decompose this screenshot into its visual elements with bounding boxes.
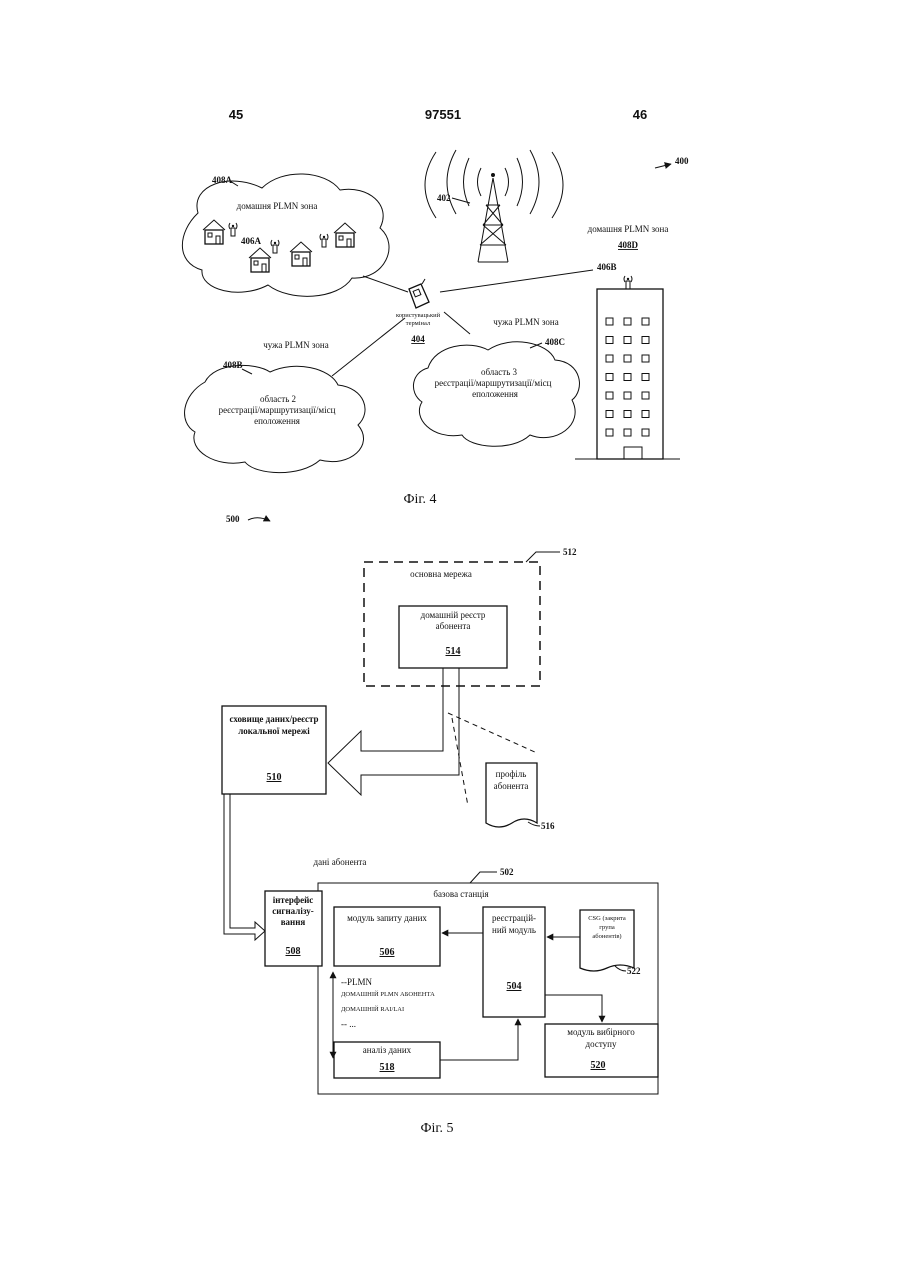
cloud-b-zone-label: чужа PLMN зона [263, 340, 328, 350]
hss-ref: 514 [446, 646, 461, 657]
subscriber-data-arrow [224, 794, 265, 940]
access-module-text-2: доступу [586, 1039, 617, 1049]
registration-module-box [483, 907, 545, 1017]
tower-ref: 402 [437, 193, 451, 203]
cloud-c-zone-label: чужа PLMN зона [493, 317, 558, 327]
cloud-c-text-2: реєстрації/маршрутизації/місц [435, 378, 552, 388]
page-number-left: 45 [229, 107, 243, 122]
base-station-label: базова станція [433, 889, 488, 899]
figure-5: 500 основна мережа 512 домашній реєстр а… [222, 514, 658, 1136]
cloud-b-ref: 408B [223, 360, 243, 370]
datastore-text-1: сховище даних/реєстр [229, 714, 318, 724]
csg-ref: 522 [627, 966, 641, 976]
csg-text-2: група [599, 924, 615, 931]
base-station-ref: 502 [500, 867, 514, 877]
datastore-text-2: локальної мережі [238, 726, 310, 736]
building-zone-ref: 408D [618, 240, 639, 250]
fig5-caption: Фіг. 5 [420, 1121, 453, 1136]
cloud-a-label: домашня PLMN зона [237, 201, 318, 211]
fig4-ref: 400 [675, 156, 689, 166]
profile-text-1: профіль [496, 769, 527, 779]
iface-text-3: вання [281, 917, 306, 927]
list-item-home-plmn: ДОМАШНІЙ PLMN АБОНЕНТА [341, 990, 435, 998]
access-point-icon [320, 234, 328, 247]
device-406b-ref: 406B [597, 262, 617, 272]
patent-number: 97551 [425, 107, 461, 122]
reg-module-text-2: ний модуль [492, 925, 536, 935]
hss-text-2: абонента [436, 621, 471, 631]
phone-icon [409, 279, 429, 308]
house-icon [203, 220, 225, 244]
iface-ref: 508 [286, 946, 301, 957]
analysis-ref: 518 [380, 1062, 395, 1073]
cloud-c-text-1: область 3 [481, 367, 518, 377]
query-module-ref: 506 [380, 947, 395, 958]
cloud-b-text-3: еположення [254, 416, 300, 426]
reg-module-ref: 504 [507, 981, 522, 992]
house-icon [290, 242, 312, 266]
list-item-home-rai: ДОМАШНІЙ RAI/LAI [341, 1005, 404, 1013]
access-module-text-1: модуль вибірного [567, 1027, 635, 1037]
access-point-icon [624, 276, 632, 289]
hss-text-1: домашній реєстр [421, 610, 486, 620]
cloud-a-ref: 408A [212, 175, 233, 185]
iface-text-2: сигналізу- [272, 906, 314, 916]
cloud-c-ref: 408C [545, 337, 565, 347]
access-point-icon [229, 223, 237, 236]
cloud-b-text-1: область 2 [260, 394, 296, 404]
fig5-ref: 500 [226, 514, 240, 524]
page-number-right: 46 [633, 107, 647, 122]
access-module-ref: 520 [591, 1060, 606, 1071]
subscriber-data-label: дані абонента [314, 857, 367, 867]
fig4-caption: Фіг. 4 [403, 492, 436, 507]
iface-text-1: інтерфейс [273, 895, 314, 905]
csg-text-1: CSG (закрита [588, 915, 626, 922]
building-zone-label: домашня PLMN зона [588, 224, 669, 234]
cell-tower-icon [425, 150, 563, 262]
analysis-text: аналіз даних [363, 1045, 412, 1055]
access-point-icon [271, 240, 279, 253]
profile-text-2: абонента [494, 781, 529, 791]
data-transfer-arrow [328, 668, 459, 795]
cloud-b-text-2: реєстрації/маршрутизації/місц [219, 405, 336, 415]
cloud-c-text-3: еположення [472, 389, 518, 399]
terminal-label-2: термінал [406, 320, 431, 327]
list-item-plmn: --PLMN [341, 977, 372, 987]
figure-4: 400 402 408A домашня PLMN зона 406A кори… [182, 150, 689, 507]
datastore-ref: 510 [267, 772, 282, 783]
list-item-more: -- ... [341, 1019, 356, 1029]
house-icon [249, 248, 271, 272]
core-network-label: основна мережа [410, 569, 472, 579]
profile-ref: 516 [541, 821, 555, 831]
terminal-label-1: користувацький [396, 312, 441, 319]
core-ref: 512 [563, 547, 577, 557]
terminal-ref: 404 [411, 334, 425, 344]
house-icon [334, 223, 356, 247]
csg-text-3: абонентів) [592, 933, 621, 940]
device-406a-ref: 406A [241, 236, 262, 246]
query-module-text: модуль запиту даних [347, 913, 427, 923]
reg-module-text-1: реєстрацій- [492, 913, 536, 923]
